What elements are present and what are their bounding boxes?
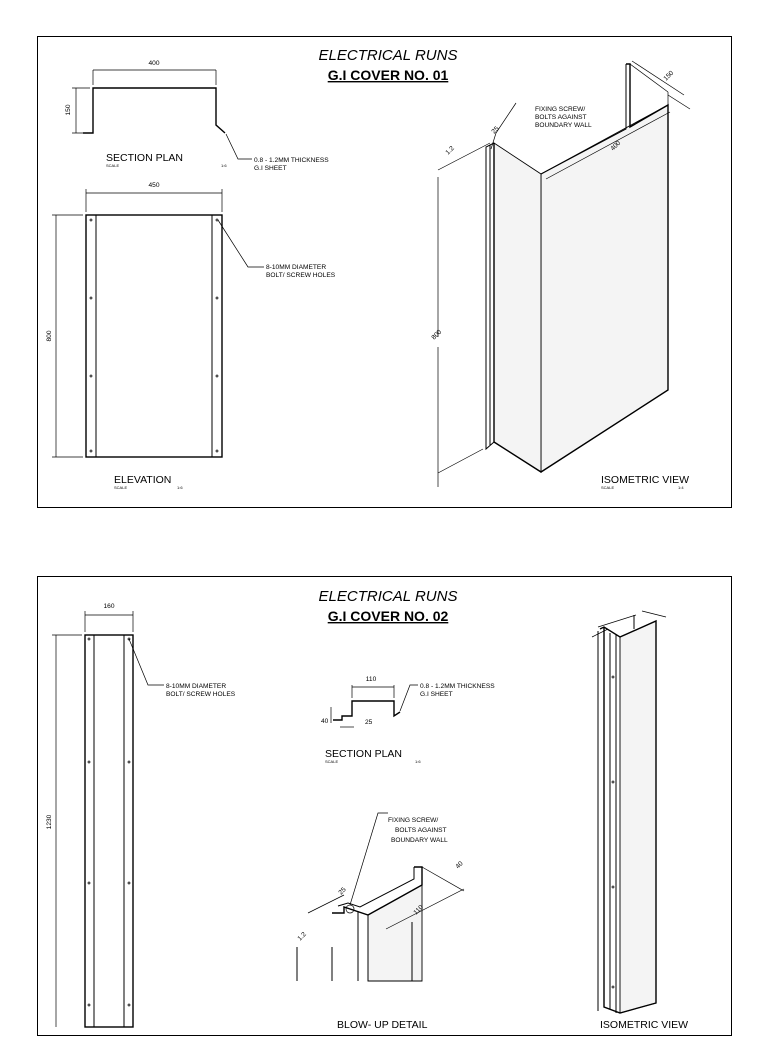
isometric-cover — [591, 610, 667, 1014]
thickness-note-line-1: 0.8 - 1.2MM THICKNESS — [254, 157, 329, 164]
elevation-label: ELEVATION — [114, 474, 171, 486]
section-flange-dim: 25 — [365, 719, 373, 726]
iso-scale-label: SCALE — [601, 485, 614, 490]
isometric-holes — [611, 675, 615, 989]
fixing-note-line-1: FIXING SCREW/ — [388, 817, 438, 824]
blowup-lip-dim: 1.2 — [296, 931, 308, 943]
blowup-flange-dim: 25 — [337, 886, 347, 896]
section-plan-profile — [330, 684, 418, 728]
iso-height-dim: 800 — [430, 328, 443, 341]
hole-note-line-2: BOLT/ SCREW HOLES — [266, 272, 336, 279]
elevation-width-dim: 160 — [103, 603, 114, 610]
elevation-height-dim: 1230 — [46, 814, 53, 829]
elevation-strip — [52, 611, 164, 1028]
thickness-note-line-2: G.I SHEET — [254, 165, 287, 172]
drawing-sheet-1: ELECTRICAL RUNS G.I COVER NO. 01 400 150… — [37, 36, 732, 508]
sheet-subtitle: G.I COVER NO. 02 — [328, 608, 449, 624]
section-width-dim: 400 — [148, 60, 159, 67]
hole-note-line-2: BOLT/ SCREW HOLES — [166, 691, 236, 698]
isometric-label: ISOMETRIC VIEW — [601, 474, 689, 486]
section-side-dim: 40 — [321, 718, 329, 725]
section-scale-label: SCALE — [325, 759, 338, 764]
iso-flange-dim: 25 — [490, 125, 500, 135]
blowup-label: BLOW- UP DETAIL — [337, 1019, 428, 1031]
fixing-note-line-1: FIXING SCREW/ — [535, 106, 585, 113]
hole-note-line-1: 8-10MM DIAMETER — [166, 683, 226, 690]
section-plan-label: SECTION PLAN — [325, 748, 402, 760]
sheet-2-drawing: ELECTRICAL RUNS G.I COVER NO. 02 160 123… — [46, 588, 688, 1031]
elevation-scale-value: 1:6 — [177, 485, 183, 490]
drawing-sheet-2: ELECTRICAL RUNS G.I COVER NO. 02 160 123… — [37, 576, 732, 1036]
fixing-note-line-3: BOUNDARY WALL — [535, 122, 592, 129]
section-plan-profile — [72, 69, 252, 160]
hole-note-line-1: 8-10MM DIAMETER — [266, 264, 326, 271]
iso-scale-value: 1:4 — [678, 485, 684, 490]
blowup-detail — [296, 812, 465, 982]
section-scale-value: 1:6 — [415, 759, 421, 764]
fixing-note-line-3: BOUNDARY WALL — [391, 837, 448, 844]
thickness-note-line-1: 0.8 - 1.2MM THICKNESS — [420, 683, 495, 690]
sheet-title: ELECTRICAL RUNS — [319, 588, 458, 605]
elevation-scale-label: SCALE — [114, 485, 127, 490]
sheet-1-drawing: ELECTRICAL RUNS G.I COVER NO. 01 400 150… — [46, 47, 691, 490]
sheet-subtitle: G.I COVER NO. 01 — [328, 67, 449, 83]
sheet-title: ELECTRICAL RUNS — [319, 47, 458, 64]
bolt-holes — [87, 637, 131, 1007]
section-height-dim: 150 — [65, 104, 72, 115]
thickness-note-line-2: G.I SHEET — [420, 691, 453, 698]
iso-lip-dim: 1.2 — [444, 145, 456, 157]
elevation-height-dim: 800 — [46, 330, 53, 341]
section-scale-label: SCALE — [106, 163, 119, 168]
section-plan-label: SECTION PLAN — [106, 152, 183, 164]
fixing-note-line-2: BOLTS AGAINST — [395, 827, 447, 834]
isometric-cover — [485, 63, 669, 473]
isometric-dimensions — [437, 60, 691, 487]
section-top-dim: 110 — [366, 676, 377, 683]
iso-depth-dim: 150 — [662, 69, 675, 82]
section-scale-value: 1:6 — [221, 163, 227, 168]
elevation-width-dim: 450 — [148, 182, 159, 189]
fixing-note-line-2: BOLTS AGAINST — [535, 114, 587, 121]
isometric-label: ISOMETRIC VIEW — [600, 1019, 688, 1031]
blowup-depth-dim: 40 — [454, 860, 464, 870]
elevation-panel — [52, 189, 264, 458]
bolt-holes — [89, 218, 219, 453]
